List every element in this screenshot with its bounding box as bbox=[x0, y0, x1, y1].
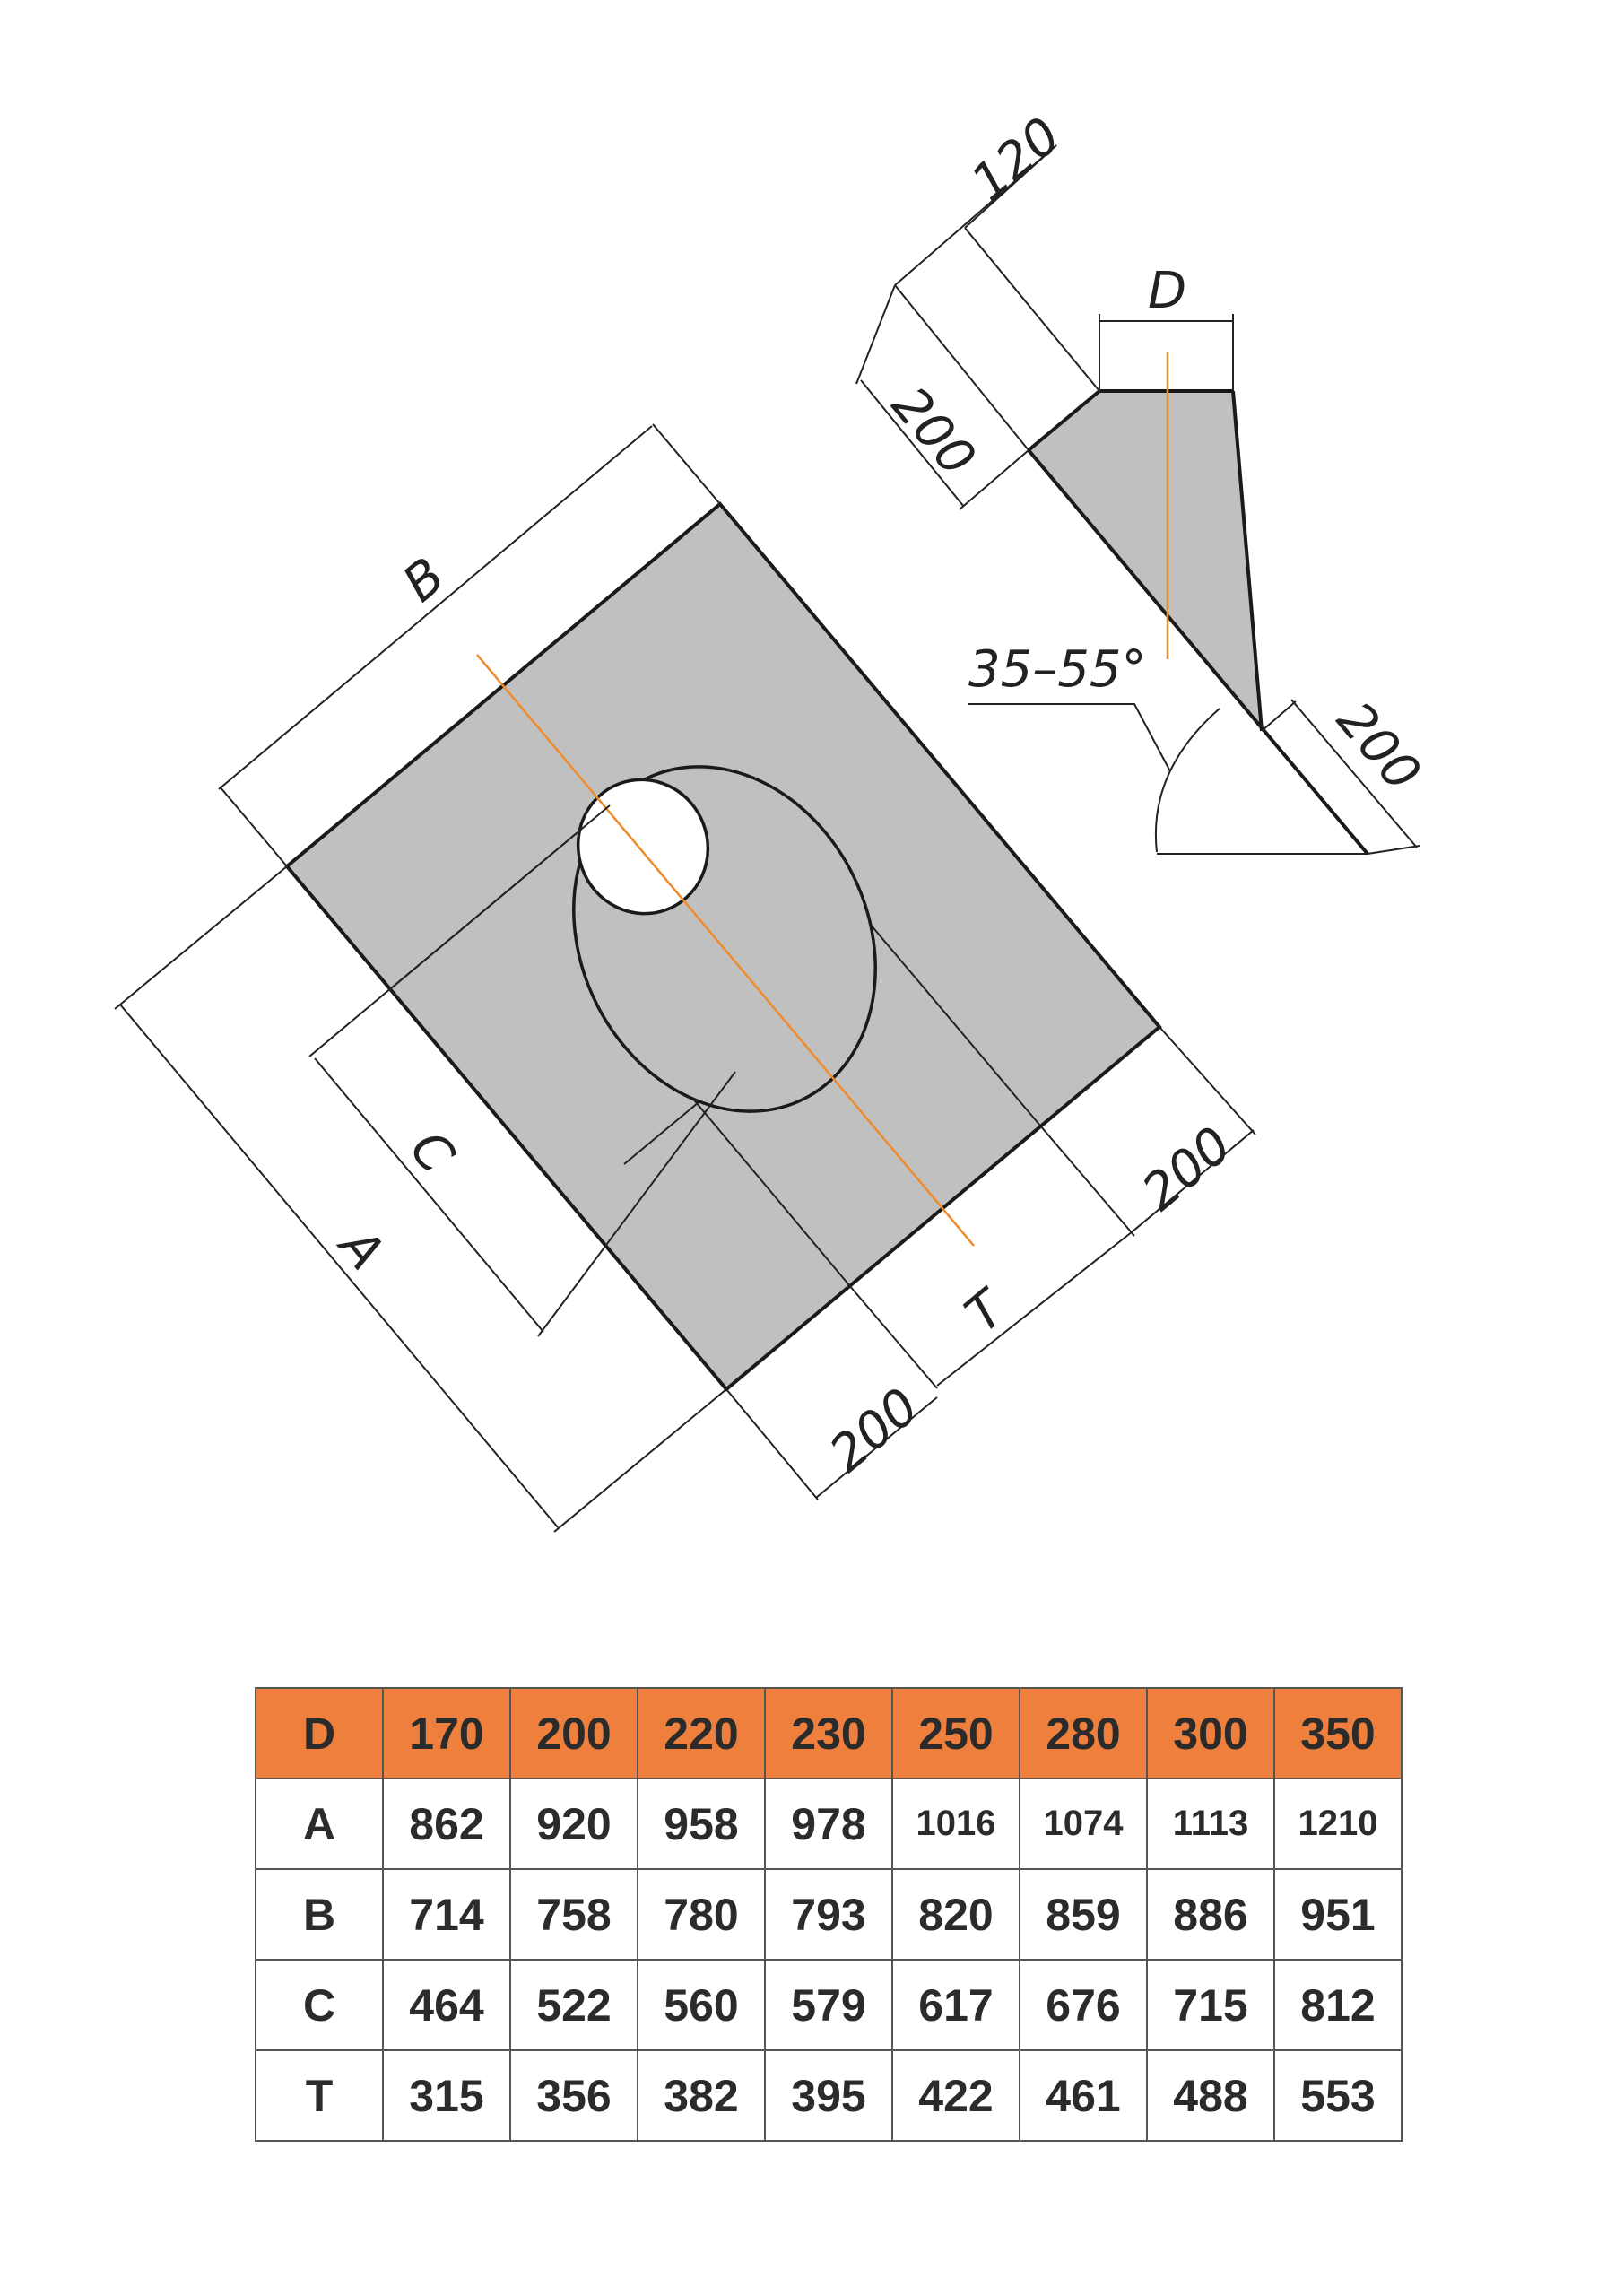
table-cell: 793 bbox=[764, 1868, 893, 1961]
table-cell: 315 bbox=[382, 2049, 511, 2142]
table-cell: 579 bbox=[764, 1959, 893, 2051]
dim-label-t: T bbox=[955, 1278, 1019, 1344]
extension-line bbox=[652, 423, 721, 505]
table-row: C 464 522 560 579 617 676 715 812 bbox=[255, 1959, 1403, 2051]
dimension-line-200-top bbox=[860, 379, 965, 508]
dim-label-200-top: 200 bbox=[881, 376, 987, 487]
table-cell: 1074 bbox=[1019, 1778, 1148, 1870]
table-cell: 714 bbox=[382, 1868, 511, 1961]
dimension-line-200-side-right bbox=[1290, 699, 1418, 848]
table-header-cell: 350 bbox=[1273, 1687, 1403, 1779]
table-cell: 676 bbox=[1019, 1959, 1148, 2051]
table-cell: 820 bbox=[891, 1868, 1020, 1961]
table-cell: 382 bbox=[637, 2049, 766, 2142]
table-cell: 617 bbox=[891, 1959, 1020, 2051]
extension-line bbox=[1159, 1026, 1256, 1135]
table-header-cell: 230 bbox=[764, 1687, 893, 1779]
table-row: B 714 758 780 793 820 859 886 951 bbox=[255, 1868, 1403, 1961]
table-row: T 315 356 382 395 422 461 488 553 bbox=[255, 2049, 1403, 2142]
table-cell: 356 bbox=[509, 2049, 638, 2142]
table-row-label: A bbox=[255, 1778, 384, 1870]
extension-line bbox=[964, 227, 1100, 392]
extension-line bbox=[1367, 845, 1420, 855]
table-cell: 862 bbox=[382, 1778, 511, 1870]
table-cell: 1210 bbox=[1273, 1778, 1403, 1870]
dim-label-200-bottom: 200 bbox=[819, 1378, 930, 1484]
dim-label-120: 120 bbox=[960, 107, 1072, 213]
dimension-line-a bbox=[119, 1004, 559, 1528]
table-cell: 461 bbox=[1019, 2049, 1148, 2142]
extension-line bbox=[1261, 700, 1297, 732]
extension-line bbox=[725, 1388, 819, 1500]
extension-line bbox=[964, 144, 1057, 229]
dim-label-b: B bbox=[392, 547, 456, 613]
table-cell: 920 bbox=[509, 1778, 638, 1870]
extension-line bbox=[537, 1071, 736, 1337]
table-cell: 422 bbox=[891, 2049, 1020, 2142]
table-cell: 395 bbox=[764, 2049, 893, 2142]
table-cell: 464 bbox=[382, 1959, 511, 2051]
side-profile-edge bbox=[1231, 390, 1264, 732]
table-header-cell: 170 bbox=[382, 1687, 511, 1779]
table-row-label: B bbox=[255, 1868, 384, 1961]
table-header-cell: 200 bbox=[509, 1687, 638, 1779]
dim-label-c: C bbox=[398, 1120, 465, 1185]
dimension-line-200-bottom bbox=[815, 1396, 938, 1499]
extension-line bbox=[894, 284, 1029, 451]
side-profile-edge bbox=[1027, 389, 1101, 452]
technical-drawing: B A C T 200 200 D 120 200 200 3 bbox=[114, 107, 1432, 1533]
side-profile bbox=[1029, 391, 1262, 731]
angle-label: 35–55° bbox=[968, 640, 1147, 699]
plate-inner-line bbox=[869, 923, 1041, 1126]
dimension-line-c bbox=[314, 1057, 544, 1333]
table-cell: 886 bbox=[1146, 1868, 1275, 1961]
extension-line bbox=[855, 284, 896, 385]
table-cell: 978 bbox=[764, 1778, 893, 1870]
dim-label-d: D bbox=[1148, 262, 1186, 320]
dimensions-table: D 170 200 220 230 250 280 300 350 A 862 … bbox=[255, 1687, 1403, 2142]
table-cell: 758 bbox=[509, 1868, 638, 1961]
table-header-cell: 280 bbox=[1019, 1687, 1148, 1779]
table-cell: 1016 bbox=[891, 1778, 1020, 1870]
table-cell: 488 bbox=[1146, 2049, 1275, 2142]
extension-line bbox=[959, 449, 1029, 510]
table-cell: 859 bbox=[1019, 1868, 1148, 1961]
table-cell: 951 bbox=[1273, 1868, 1403, 1961]
center-axis bbox=[476, 654, 975, 1247]
table-cell: 560 bbox=[637, 1959, 766, 2051]
table-header-cell: 220 bbox=[637, 1687, 766, 1779]
table-cell: 553 bbox=[1273, 2049, 1403, 2142]
table-cell: 522 bbox=[509, 1959, 638, 2051]
angle-arc bbox=[1154, 708, 1220, 853]
table-cell: 715 bbox=[1146, 1959, 1275, 2051]
table-row-label: C bbox=[255, 1959, 384, 2051]
roof-line bbox=[1027, 448, 1369, 856]
extension-line bbox=[114, 865, 288, 1010]
dim-label-200-right: 200 bbox=[1132, 1116, 1243, 1222]
extension-line bbox=[308, 804, 611, 1057]
dimension-line-t bbox=[936, 1231, 1133, 1387]
table-header-cell: 300 bbox=[1146, 1687, 1275, 1779]
table-header-cell: 250 bbox=[891, 1687, 1020, 1779]
table-row-label: T bbox=[255, 2049, 384, 2142]
table-header-row: D 170 200 220 230 250 280 300 350 bbox=[255, 1687, 1403, 1779]
table-header-cell: D bbox=[255, 1687, 384, 1779]
table-cell: 1113 bbox=[1146, 1778, 1275, 1870]
table-row: A 862 920 958 978 1016 1074 1113 1210 bbox=[255, 1778, 1403, 1870]
extension-line bbox=[219, 786, 288, 867]
table-cell: 958 bbox=[637, 1778, 766, 1870]
table-cell: 780 bbox=[637, 1868, 766, 1961]
dimension-line-b bbox=[218, 425, 653, 790]
dim-label-a: A bbox=[326, 1215, 395, 1281]
extension-line bbox=[848, 1284, 938, 1389]
angle-leader bbox=[968, 703, 1171, 772]
extension-line bbox=[553, 1388, 727, 1533]
extension-line bbox=[1039, 1125, 1135, 1237]
dim-label-200-side-right: 200 bbox=[1325, 691, 1432, 803]
dimension-line-200-right bbox=[1132, 1129, 1255, 1232]
table-cell: 812 bbox=[1273, 1959, 1403, 2051]
